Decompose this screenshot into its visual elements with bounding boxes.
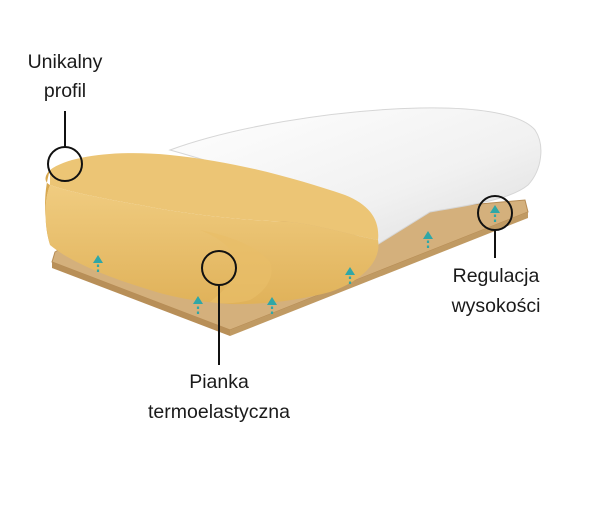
label-foam-line1: Pianka [189, 371, 249, 393]
arrow-icon [267, 297, 277, 314]
callout-foam: Pianka termoelastyczna [148, 250, 290, 423]
foam-top-surface [50, 153, 379, 240]
arrow-icon [93, 255, 103, 272]
arrow-icon [423, 231, 433, 248]
label-height-line1: Regulacja [453, 265, 540, 287]
base-board-edge [52, 262, 230, 336]
label-profile-line1: Unikalny [28, 51, 103, 73]
label-height-line2: wysokości [451, 295, 541, 317]
arrow-icon [345, 267, 355, 284]
foam-front-highlight [200, 230, 272, 304]
label-profile-line2: profil [44, 80, 86, 102]
foam-left-curve [45, 170, 50, 245]
callout-height: Regulacja wysokości [451, 195, 541, 317]
label-foam-line2: termoelastyczna [148, 401, 290, 423]
arrow-icon [193, 296, 203, 314]
foam-front-face [45, 185, 379, 305]
pillow-foam [45, 153, 379, 305]
arrow-icon [490, 205, 500, 222]
callout-profile: Unikalny profil [28, 51, 103, 182]
height-arrows [93, 205, 500, 314]
base-board-edge-right [230, 212, 528, 336]
